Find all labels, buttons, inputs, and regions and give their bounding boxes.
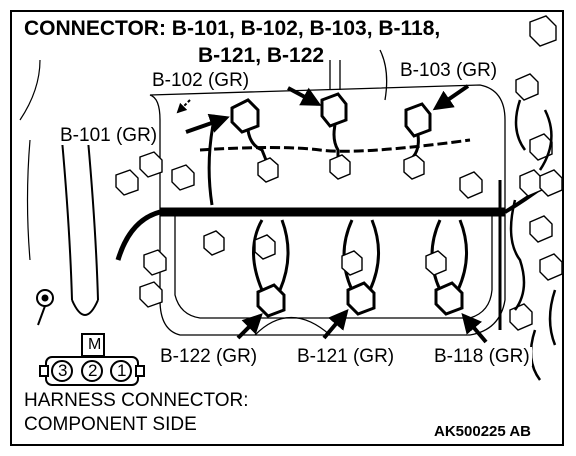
- label-b118: B-118 (GR): [432, 346, 532, 367]
- lower-connectors: [256, 281, 464, 318]
- left-small-connectors: [115, 151, 195, 308]
- label-b103: B-103 (GR): [398, 60, 500, 81]
- right-small-connectors: [509, 15, 563, 331]
- connector-b103: [404, 102, 432, 138]
- top-connectors: [230, 92, 432, 138]
- connector-pin-2: 2: [88, 361, 98, 380]
- sensor-wires: [246, 124, 420, 161]
- connector-b122: [256, 283, 286, 318]
- leader-arrows: [176, 84, 488, 344]
- figure-code: AK500225 AB: [434, 423, 531, 440]
- diagram-frame: [10, 10, 564, 446]
- right-wires: [509, 99, 557, 381]
- connector-key-label: M: [88, 336, 102, 353]
- diagram-title-line2: B-121, B-122: [198, 44, 325, 67]
- connector-pin-1: 1: [117, 361, 127, 380]
- caption-line2: COMPONENT SIDE: [24, 414, 197, 435]
- connector-symbol: [39, 333, 145, 386]
- main-harness: [115, 114, 547, 330]
- connector-pin-3: 3: [58, 361, 68, 380]
- connector-b118: [434, 281, 464, 316]
- lower-small-sensors: [203, 230, 447, 276]
- connector-b102: [320, 92, 348, 128]
- connector-b101: [230, 98, 260, 134]
- label-b122: B-122 (GR): [158, 346, 260, 367]
- left-hose: [19, 59, 99, 326]
- caption-line1: HARNESS CONNECTOR:: [24, 390, 249, 411]
- label-b102: B-102 (GR): [150, 70, 252, 91]
- small-sensors: [257, 154, 483, 199]
- label-b121: B-121 (GR): [295, 346, 397, 367]
- diagram-title-line1: CONNECTOR: B-101, B-102, B-103, B-118,: [24, 17, 441, 40]
- label-b101: B-101 (GR): [58, 125, 160, 146]
- connector-b121: [346, 281, 376, 316]
